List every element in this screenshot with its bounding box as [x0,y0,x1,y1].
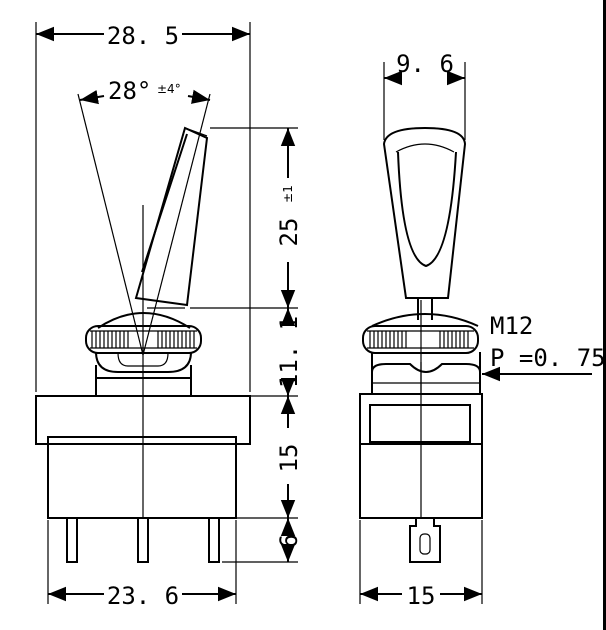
side-terminal [409,518,441,563]
dim-body-height: 15 [275,396,303,518]
dim-lever-length: 25 ±1 [275,128,303,308]
front-extension-lines [35,22,298,604]
right-border [603,0,606,630]
thread-callout: M12 P =0. 75 [482,312,606,382]
angle-tolerance: ±4° [157,82,181,96]
lever-length-tolerance: ±1 [281,185,295,203]
body-height-value: 15 [275,444,303,473]
front-terminal-middle [137,517,149,563]
dim-overall-width: 28. 5 [36,22,250,50]
dim-terminal-length: 6 [275,518,303,562]
thread-size: M12 [490,312,533,340]
front-lever [134,126,209,307]
lever-length-value: 25 [275,218,303,247]
front-view [35,93,251,563]
dim-side-width: 15 [360,582,482,610]
dim-angle: 28° ±4° [79,77,211,105]
front-terminal-left [66,517,78,563]
side-lever [382,126,467,299]
swing-line-right [142,93,211,356]
bushing-height-value: 11. 1 [275,316,303,388]
lever-width-value: 9. 6 [396,50,454,78]
front-body [47,436,237,519]
dim-bushing-height: 11. 1 [275,308,303,396]
side-view [359,126,483,563]
swing-line-left [77,93,144,356]
overall-width-value: 28. 5 [107,22,179,50]
thread-pitch: P =0. 75 [490,344,606,372]
terminal-length-value: 6 [275,534,303,548]
dim-body-width: 23. 6 [48,582,236,610]
angle-value: 28° [108,77,151,105]
side-width-value: 15 [407,582,436,610]
front-terminal-right [208,517,220,563]
dim-lever-width: 9. 6 [384,50,465,86]
body-width-value: 23. 6 [107,582,179,610]
